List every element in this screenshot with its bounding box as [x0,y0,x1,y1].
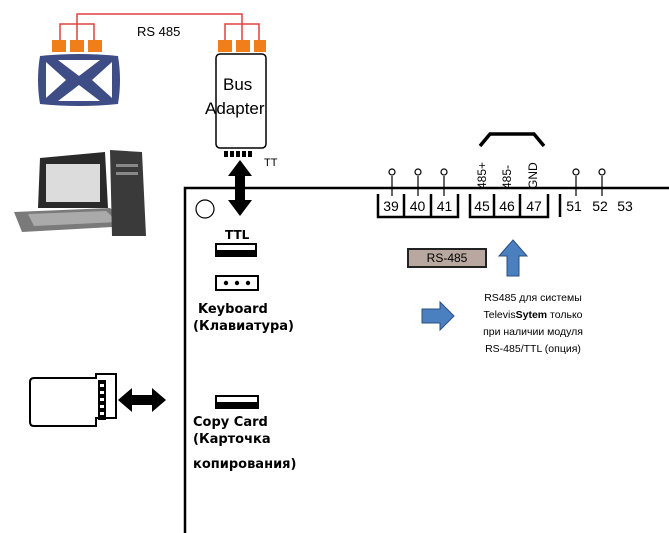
televis-logo-icon [38,54,120,106]
terminal-41: 41 [436,198,453,214]
rs485-cable [59,13,260,42]
keyboard-label-line1: Keyboard [198,302,268,317]
rs485-note: RS485 для системы TelevisSytem только пр… [448,290,618,358]
terminal-39: 39 [383,198,399,214]
ttl-connector-icon [215,243,257,257]
terminal-46: 46 [499,198,515,214]
computer-icon [14,150,146,236]
rs485-badge: RS-485 [407,248,487,268]
keyboard-connector-icon [215,275,259,291]
televis-connector [52,40,102,52]
label-485-plus: 485+ [475,161,489,189]
bus-adapter-label-line1: Bus [223,75,253,94]
bus-adapter-box [215,53,267,149]
copy-card-link-arrow-icon [118,388,166,412]
terminal-45: 45 [474,198,490,214]
terminal-51: 51 [566,198,582,214]
controller-board-outline [183,186,669,533]
copy-card-label-line1: Copy Card [193,415,268,430]
adapter-connector [218,40,266,52]
adapter-pins [224,151,252,157]
ttl-label: TTL [225,228,250,242]
terminal-47: 47 [526,198,542,214]
copy-card-connector-icon [215,395,259,409]
terminal-posts [388,168,606,196]
tt-label: TT [264,157,278,169]
label-gnd: GND [526,162,540,189]
copy-card-label-line3: копирования) [193,457,297,472]
copy-card-label-line2: (Карточка [193,432,271,447]
rs485-note-line2: TelevisSytem только [483,309,583,321]
terminal-53: 53 [617,198,633,214]
rs485-bracket [478,132,546,148]
mount-hole [195,199,215,219]
blue-arrow-up-icon [497,239,529,277]
terminal-52: 52 [592,198,608,214]
label-485-minus: 485- [500,164,514,189]
terminal-40: 40 [409,198,426,214]
blue-arrow-right-icon [421,300,455,332]
cable-label: RS 485 [137,24,181,39]
rs485-note-line1: RS485 для системы [484,292,582,304]
rs485-note-line4: RS-485/TTL (опция) [485,343,581,355]
rs485-note-line3: при наличии модуля [483,326,583,338]
keyboard-label-line2: (Клавиатура) [193,319,294,334]
terminal-blocks [376,194,562,219]
bus-adapter-label-line2: Adapter [205,99,265,118]
copy-card-icon [29,373,117,427]
